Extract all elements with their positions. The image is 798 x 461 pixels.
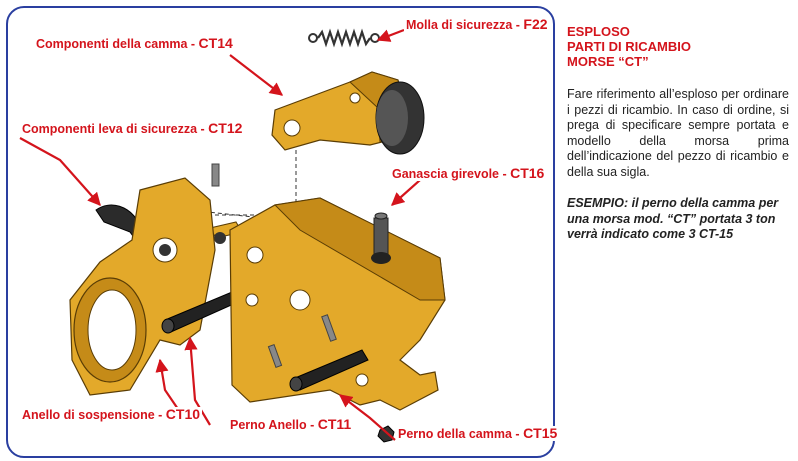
info-example: ESEMPIO: il perno della camma per una mo… xyxy=(567,196,779,241)
label-ct12: Componenti leva di sicurezza - CT12 xyxy=(20,120,245,136)
label-ct14-code: CT14 xyxy=(198,35,233,51)
label-ct10-name: Anello di sospensione - xyxy=(22,408,166,422)
exploded-view-drawing xyxy=(19,28,446,443)
suspension-ring xyxy=(69,177,216,396)
label-ct15-code: CT15 xyxy=(523,425,558,441)
label-f22-name: Molla di sicurezza - xyxy=(406,18,524,32)
label-ct12-name: Componenti leva di sicurezza - xyxy=(22,122,209,136)
info-panel: ESPLOSO PARTI DI RICAMBIO MORSE “CT” Far… xyxy=(567,24,789,243)
safety-spring xyxy=(308,28,380,48)
label-ct16-code: CT16 xyxy=(510,165,545,181)
label-ct14-name: Componenti della camma - xyxy=(36,37,199,51)
cam-components xyxy=(271,71,425,155)
label-ct11-name: Perno Anello - xyxy=(230,418,318,432)
main-body xyxy=(229,197,446,411)
info-title-line2: PARTI DI RICAMBIO xyxy=(567,39,691,54)
label-ct16: Ganascia girevole - CT16 xyxy=(390,165,547,181)
label-ct16-name: Ganascia girevole - xyxy=(392,167,511,181)
label-f22-code: F22 xyxy=(523,16,548,32)
label-ct12-code: CT12 xyxy=(208,120,243,136)
label-ct11-code: CT11 xyxy=(317,416,352,432)
label-ct10-code: CT10 xyxy=(165,406,201,422)
info-title-line3: MORSE “CT” xyxy=(567,54,649,69)
label-f22: Molla di sicurezza - F22 xyxy=(404,17,550,32)
label-ct10: Anello di sospensione - CT10 xyxy=(20,406,203,422)
cam-pin xyxy=(267,314,395,443)
label-ct15-name: Perno della camma - xyxy=(398,427,524,441)
label-ct15: Perno della camma - CT15 xyxy=(396,425,560,441)
label-ct11: Perno Anello - CT11 xyxy=(228,416,354,432)
label-ct14: Componenti della camma - CT14 xyxy=(34,36,235,51)
info-title-line1: ESPLOSO xyxy=(567,24,630,39)
info-body: Fare riferimento all’esploso per ordinar… xyxy=(567,87,789,179)
